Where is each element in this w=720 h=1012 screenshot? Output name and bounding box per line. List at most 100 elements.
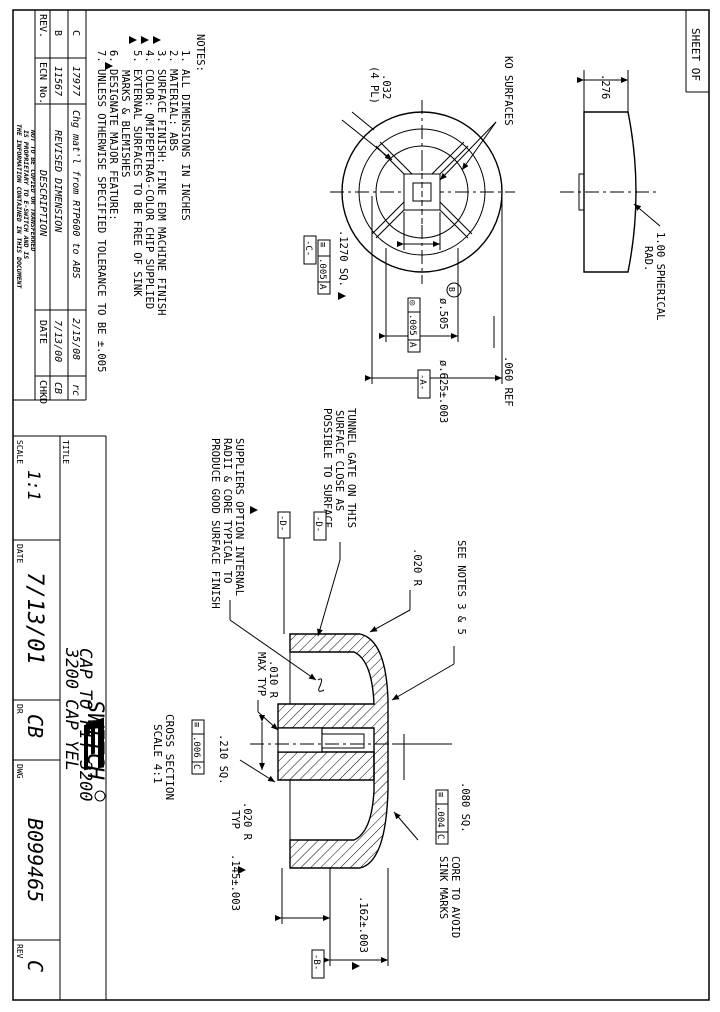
suppliers-note-2: RADII & CORE TYPICAL TO xyxy=(221,438,233,583)
disclaimer-line-2: IS PROPRIETARY TO E-SWITCH AND IS xyxy=(22,130,30,259)
dim-162: .162±.003 xyxy=(357,896,369,953)
rev-b: B xyxy=(52,30,63,36)
datum-b: -B- xyxy=(311,949,325,979)
svg-text:A: A xyxy=(407,342,417,348)
ecn-c: 17977 xyxy=(70,66,81,96)
dim-1270: .1270 SQ. xyxy=(337,230,349,287)
see-notes-label: SEE NOTES 3 & 5 xyxy=(455,540,467,635)
description-header: DESCRIPTION xyxy=(37,169,48,237)
svg-text:C: C xyxy=(191,764,201,769)
svg-text:-D-: -D- xyxy=(277,515,287,531)
svg-text:C: C xyxy=(435,834,445,839)
dim-060-ref: .060 REF xyxy=(502,356,514,407)
tunnel-note-3: POSSIBLE TO SURFACE xyxy=(321,408,333,528)
note-4: 4. COLOR: QMIPEPETRAG-COLOR CHIP SUPPLIE… xyxy=(143,50,155,309)
fcf-1270: ≡ .005 A xyxy=(317,239,346,300)
svg-text:≡: ≡ xyxy=(435,792,445,798)
svg-text:-C-: -C- xyxy=(303,240,313,256)
note-6: 6. DESIGNATE MAJOR FEATURE: xyxy=(107,50,119,221)
svg-text:.006: .006 xyxy=(191,736,201,758)
note-5-cont: MARKS & BLEMISHES xyxy=(119,70,131,177)
date-b: 7/13/00 xyxy=(52,320,63,362)
chkd-c: rc xyxy=(70,384,81,396)
date-label: DATE xyxy=(15,544,24,563)
chkd-b: CB xyxy=(52,382,63,394)
date-c: 2/15/08 xyxy=(70,318,81,360)
dim-276: .276 xyxy=(599,74,611,99)
dim-080: .080 SQ. xyxy=(459,782,471,833)
spherical-label-1: 1.00 SPHERICAL xyxy=(654,232,666,321)
typ-label: TYP xyxy=(229,810,241,829)
note-1: 1. ALL DIMENSIONS IN INCHES xyxy=(179,50,191,221)
desc-c: Chg mat'l from RTP600 to ABS xyxy=(70,110,81,279)
disclaimer-line-3: NOT TO BE COPIED OR TRANSFERRED xyxy=(29,129,37,251)
core-note-1: CORE TO AVOID xyxy=(449,856,461,938)
feature-triangles xyxy=(238,506,360,970)
dim-032: .032 xyxy=(380,74,392,99)
note-5: 5. EXTERNAL SURFACES TO BE FREE OF SINK xyxy=(131,50,143,297)
svg-text:-D-: -D- xyxy=(313,516,323,532)
title-line-2: CAP TO FIT 3200 xyxy=(75,648,95,802)
dwg-label: DWG xyxy=(15,764,24,779)
svg-text:.005: .005 xyxy=(317,258,327,280)
dim-210: .210 SQ. xyxy=(217,734,229,785)
dim-4pl: (4 PL) xyxy=(368,66,380,104)
dim-020r-typ: .020 R xyxy=(241,802,253,841)
datum-d: -D- xyxy=(277,511,291,634)
max-typ-label: MAX TYP xyxy=(255,652,267,696)
rev-value: C xyxy=(23,960,47,972)
date-value: 7/13/01 xyxy=(22,572,47,665)
dim-625: ø.625±.003 xyxy=(437,360,449,423)
cross-section xyxy=(229,542,455,966)
ko-surfaces-label: KO SURFACES xyxy=(502,56,514,126)
top-view xyxy=(330,100,515,384)
svg-text:≡: ≡ xyxy=(191,722,201,728)
ecn-header: ECN No. xyxy=(37,62,48,104)
dim-145: .145±.003 xyxy=(229,854,241,911)
date-header: DATE xyxy=(37,320,48,344)
cross-section-scale: SCALE 4:1 xyxy=(151,724,164,784)
suppliers-note-1: SUPPLIERS OPTION INTERNAL xyxy=(233,438,245,596)
e-switch-logo: SWITCH xyxy=(82,700,107,802)
side-view xyxy=(560,70,661,273)
suppliers-note-3: PRODUCE GOOD SURFACE FINISH xyxy=(209,438,221,609)
rev-header: REV. xyxy=(37,14,48,38)
revision-block xyxy=(13,10,87,401)
svg-text:◎: ◎ xyxy=(407,300,417,306)
fcf-210: ≡ .006 C xyxy=(191,719,205,775)
svg-text:SWITCH: SWITCH xyxy=(82,700,107,780)
svg-text:.005: .005 xyxy=(407,314,417,336)
scale-label: SCALE xyxy=(15,440,24,464)
dwg-value: B099465 xyxy=(23,818,47,902)
note-7: 7. UNLESS OTHERWISE SPECIFIED TOLERANCE … xyxy=(95,50,107,372)
disclaimer-line-1: THE INFORMATION CONTAINED IN THIS DOCUME… xyxy=(15,124,23,289)
sheet-border xyxy=(12,9,710,1001)
ecn-b: 11567 xyxy=(52,66,63,96)
scale-value: 1:1 xyxy=(23,470,43,501)
datum-a: -A- xyxy=(417,369,431,399)
tunnel-note-1: TUNNEL GATE ON THIS xyxy=(345,408,357,528)
title-line-1: 3200 CAP YEL xyxy=(61,647,81,771)
dim-020r: .020 R xyxy=(411,548,423,587)
cross-section-title-text: CROSS SECTION xyxy=(163,714,176,800)
svg-text:-A-: -A- xyxy=(417,374,427,390)
balloon-b: B xyxy=(447,287,456,292)
desc-b: REVISED DIMENSION xyxy=(52,130,63,233)
dr-value: CB xyxy=(23,714,47,738)
note-3: 3. SURFACE FINISH: FINE EDM MACHINE FINI… xyxy=(155,50,167,316)
sheet-of-label: SHEET OF xyxy=(689,28,702,81)
notes-heading: NOTES: xyxy=(194,34,206,72)
dim-505: ø.505 xyxy=(437,298,449,330)
svg-text:≡: ≡ xyxy=(317,242,327,248)
svg-text:-B-: -B- xyxy=(311,954,321,970)
dr-label: DR xyxy=(15,704,24,714)
note-2: 2. MATERIAL: ABS xyxy=(167,50,179,151)
datum-c: -C- xyxy=(303,235,317,265)
note-triangles xyxy=(105,36,161,70)
title-block xyxy=(13,435,107,1000)
core-note-2: SINK MARKS xyxy=(437,856,449,919)
rev-c: C xyxy=(70,30,81,36)
svg-text:.004: .004 xyxy=(435,806,445,828)
fcf-505: ◎ .005 A xyxy=(407,297,421,353)
